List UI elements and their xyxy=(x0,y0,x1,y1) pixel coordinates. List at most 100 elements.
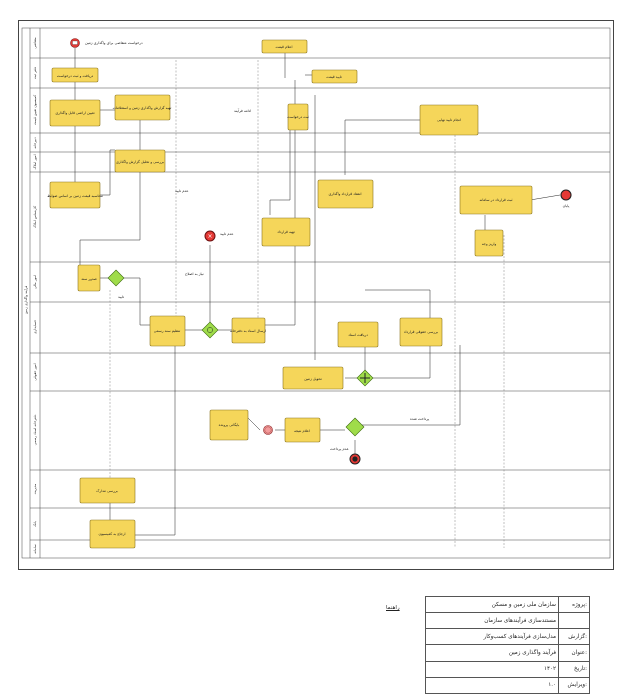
message-flows xyxy=(109,60,505,548)
task-t11[interactable]: تهیه قرارداد xyxy=(261,217,311,247)
lane-label-7: امور مالی xyxy=(33,275,37,289)
task-t20[interactable]: بایگانی پرونده xyxy=(209,409,249,441)
task-t3-label: تهیه گزارش واگذاری زمین و استعلامات xyxy=(113,105,172,110)
info-key: پروژه: xyxy=(558,595,590,614)
intermediate-event[interactable] xyxy=(263,425,273,435)
end-event-label: پایان xyxy=(563,204,570,208)
task-t8-label: ثبت درخواست xyxy=(287,115,309,119)
info-row: مستندسازی فرآیندهای سازمان xyxy=(425,612,590,630)
task-t16-label: ارسال اسناد به دفترخانه xyxy=(230,329,266,333)
task-t22-label: بررسی مدارک xyxy=(96,488,118,493)
flow-label-6: پرداخت شده xyxy=(410,417,429,421)
task-t23[interactable]: ارجاع به کمیسیون xyxy=(89,519,136,549)
lane-label-3: کمیسیون تعیین قیمت xyxy=(33,95,37,126)
task-t14[interactable]: صدور سند xyxy=(77,264,101,292)
info-key: ویرایش: xyxy=(558,676,590,695)
lane-label-10: دفترخانه اسناد رسمی xyxy=(33,414,37,445)
task-t9-label: انجام تایید نهایی xyxy=(437,118,461,123)
legend-link[interactable]: راهنما xyxy=(386,605,400,611)
lane-label-12: بانک xyxy=(33,521,37,527)
task-t4[interactable]: بررسی و تحلیل گزارش واگذاری xyxy=(114,149,166,173)
lane-separators xyxy=(30,57,610,541)
info-value: ۱.۰ xyxy=(425,676,559,695)
task-t5-label: محاسبه قیمت زمین بر اساس ضوابط xyxy=(47,194,103,198)
task-t9[interactable]: انجام تایید نهایی xyxy=(419,104,479,136)
info-value: سازمان ملی زمین و مسکن xyxy=(425,595,559,614)
task-t7-label: تایید قیمت xyxy=(326,75,342,79)
gateway-exclusive-1[interactable] xyxy=(107,269,125,287)
info-key: گزارش: xyxy=(558,628,590,646)
task-t6[interactable]: اعلام قیمت xyxy=(261,39,308,54)
task-t14-label: صدور سند xyxy=(81,277,97,281)
task-t13[interactable]: ثبت قرارداد در سامانه xyxy=(459,185,533,215)
task-t17-label: دریافت اسناد xyxy=(348,333,368,337)
task-t7[interactable]: تایید قیمت xyxy=(311,69,358,84)
lane-label-11: مدیریت xyxy=(33,483,37,494)
task-t1[interactable]: دریافت و ثبت درخواست xyxy=(51,67,99,83)
task-t5[interactable]: محاسبه قیمت زمین بر اساس ضوابط xyxy=(47,181,103,209)
start-event-label: درخواست متقاضی برای واگذاری زمین xyxy=(85,40,143,45)
task-t17[interactable]: دریافت اسناد xyxy=(337,321,379,348)
sequence-flows xyxy=(74,48,561,536)
task-t19-label: تحویل زمین xyxy=(304,377,322,381)
task-t13-label: ثبت قرارداد در سامانه xyxy=(479,198,512,202)
error-end-event[interactable]: × xyxy=(204,230,216,242)
lane-label-8: حسابداری xyxy=(33,320,37,334)
task-t21[interactable]: اعلام نتیجه xyxy=(284,417,321,443)
gateway-parallel-1[interactable] xyxy=(356,369,374,387)
task-t6-label: اعلام قیمت xyxy=(275,45,292,50)
lane-label-6: کارشناس املاک xyxy=(32,206,37,229)
info-value: مدل‌سازی فرآیندهای کسب‌وکار xyxy=(425,628,559,646)
pool-label: فرآیند واگذاری زمین xyxy=(23,285,28,314)
task-t2-label: تعیین اراضی قابل واگذاری xyxy=(55,110,94,115)
task-t15-label: تنظیم سند رسمی xyxy=(154,329,181,333)
task-t18-label: بررسی حقوقی قرارداد xyxy=(404,330,438,334)
info-key: تاریخ: xyxy=(558,660,590,678)
gateway-exclusive-3[interactable] xyxy=(345,417,365,437)
task-t2[interactable]: تعیین اراضی قابل واگذاری xyxy=(49,99,101,127)
task-t11-label: تهیه قرارداد xyxy=(277,230,294,234)
task-t12[interactable]: واریز وجه xyxy=(474,229,504,257)
end-event[interactable] xyxy=(560,189,572,201)
flow-label-2: تایید xyxy=(118,295,124,299)
task-t10[interactable]: انعقاد قرارداد واگذاری xyxy=(317,179,374,209)
task-t8[interactable]: ثبت درخواست xyxy=(287,103,309,131)
task-t23-label: ارجاع به کمیسیون xyxy=(98,532,125,536)
info-key xyxy=(558,612,590,630)
task-t12-label: واریز وجه xyxy=(482,242,497,246)
task-t4-label: بررسی و تحلیل گزارش واگذاری xyxy=(116,159,164,164)
lane-label-2: دفتر ثبت xyxy=(33,66,37,79)
task-t3[interactable]: تهیه گزارش واگذاری زمین و استعلامات xyxy=(113,94,172,121)
task-t15[interactable]: تنظیم سند رسمی xyxy=(149,315,186,347)
error-end-label: عدم تایید xyxy=(220,232,233,237)
info-value: فرآیند واگذاری زمین xyxy=(425,644,559,662)
start-event[interactable] xyxy=(70,38,80,48)
terminate-end-event[interactable] xyxy=(349,453,361,465)
lane-label-13: سامانه xyxy=(33,544,37,554)
flow-label-5: عدم پرداخت xyxy=(330,447,349,452)
task-t22[interactable]: بررسی مدارک xyxy=(79,477,136,504)
task-t20-label: بایگانی پرونده xyxy=(219,422,240,427)
task-t16[interactable]: ارسال اسناد به دفترخانه xyxy=(230,317,266,344)
info-key: عنوان: xyxy=(558,644,590,662)
task-t10-label: انعقاد قرارداد واگذاری xyxy=(328,191,361,196)
flow-label-1: عدم تایید xyxy=(175,189,188,194)
info-value: ۱۴۰۲ xyxy=(425,660,559,678)
gateway-exclusive-2[interactable] xyxy=(201,321,219,339)
pool-border xyxy=(21,27,611,559)
flow-label-3: نیاز به اصلاح xyxy=(185,272,204,276)
lane-label-1: متقاضی xyxy=(33,37,37,48)
task-t19[interactable]: تحویل زمین xyxy=(282,366,344,390)
lane-label-9: امور حقوقی xyxy=(33,363,37,380)
flow-label-4: ادامه فرآیند xyxy=(234,108,251,113)
info-value: مستندسازی فرآیندهای سازمان xyxy=(425,612,559,630)
task-t21-label: اعلام نتیجه xyxy=(294,429,310,434)
task-t18[interactable]: بررسی حقوقی قرارداد xyxy=(399,317,443,347)
